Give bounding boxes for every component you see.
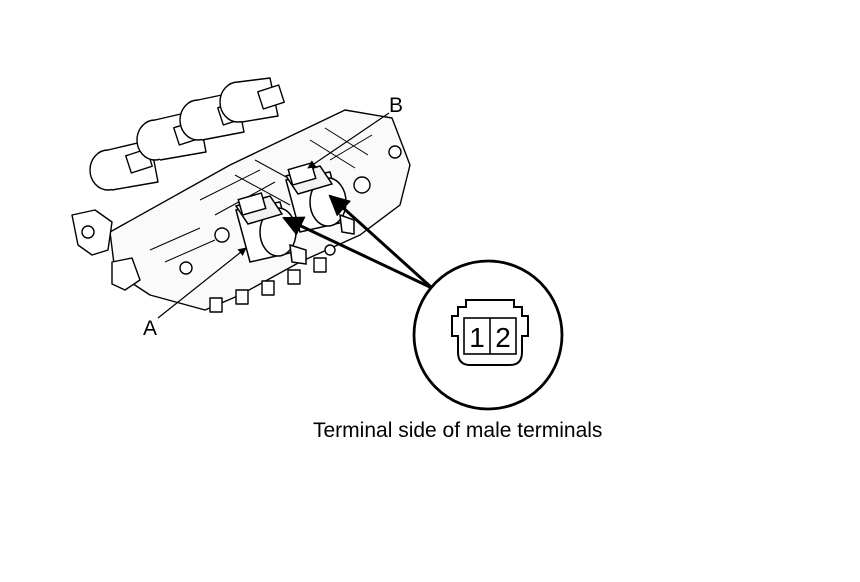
leader-line-a [157, 247, 247, 319]
leader-line-b [307, 112, 390, 169]
pointer-arrow-b [328, 194, 434, 290]
pin-2-label: 2 [495, 322, 511, 353]
connector-face [451, 299, 529, 366]
solenoid-a-label: A [143, 317, 158, 340]
pointer-arrow-a [282, 216, 433, 290]
rear-solenoids [89, 77, 285, 191]
valve-body [71, 77, 411, 313]
solenoid-a [234, 192, 307, 265]
connector-caption: Terminal side of male terminals [313, 419, 603, 442]
solenoid-b [284, 162, 355, 235]
pin-1-label: 1 [469, 322, 485, 353]
solenoid-b-label: B [389, 94, 404, 117]
